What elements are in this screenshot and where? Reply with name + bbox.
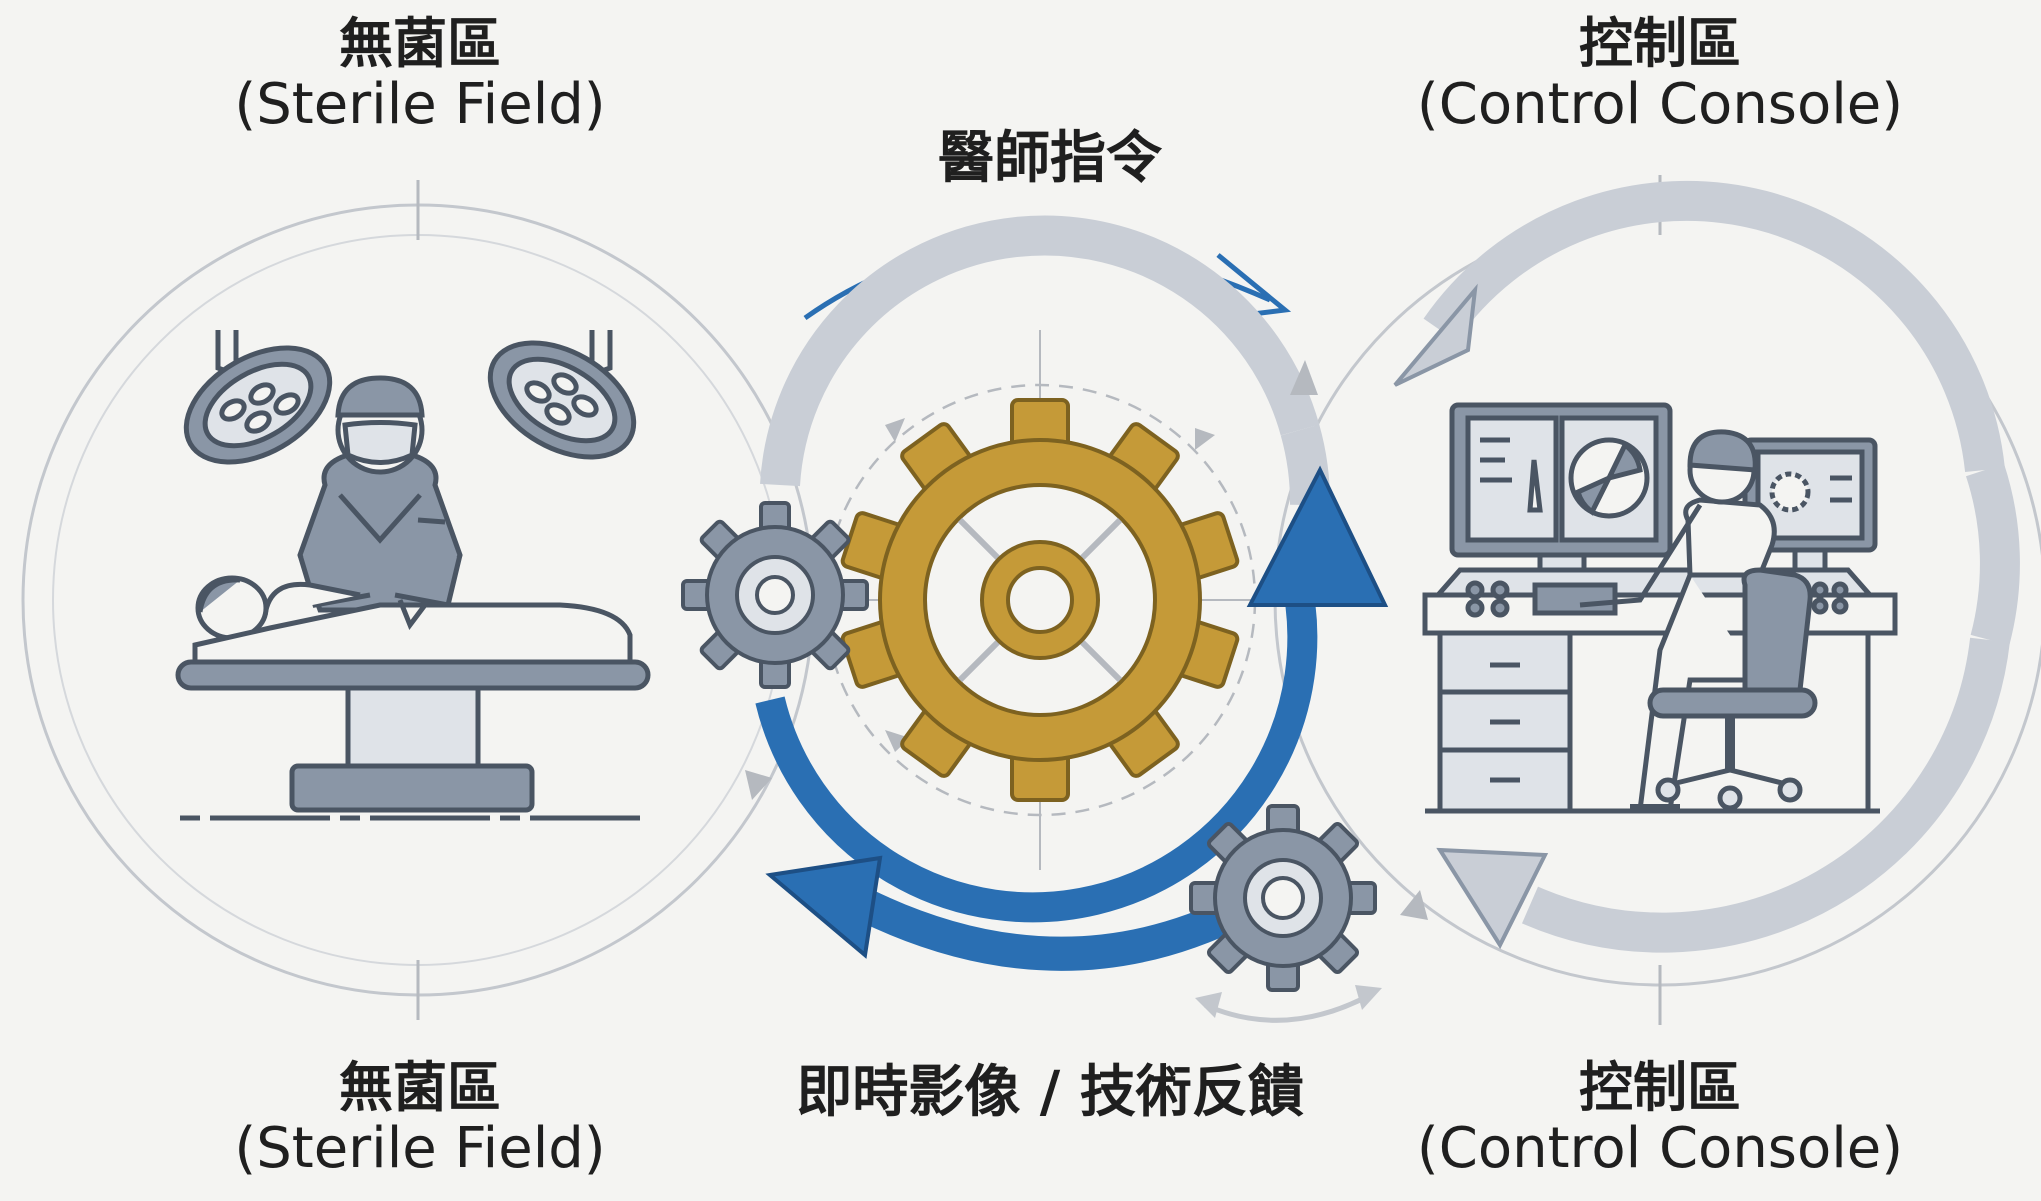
arrow-head-icon — [1195, 428, 1215, 450]
surgical-light-icon — [487, 330, 637, 460]
control-console-label-bottom: 控制區 (Control Console) — [1400, 1056, 1920, 1182]
control-desk-icon — [1422, 567, 1898, 814]
arrow-head-icon — [1400, 890, 1428, 920]
control-console-title-en: (Control Console) — [1416, 72, 1904, 138]
operator-icon — [1579, 429, 1777, 813]
cycle-arrow-icon — [760, 215, 1320, 487]
realtime-feedback-label: 即時影像 / 技術反饋 — [796, 1060, 1304, 1125]
cycle-arrow-icon — [1965, 463, 2020, 646]
gear-icon — [681, 501, 869, 689]
control-console-title-zh: 控制區 — [1579, 1056, 1741, 1119]
cycle-arrow-icon — [1423, 180, 2005, 473]
doctor-command-label: 醫師指令 — [938, 126, 1162, 191]
sterile-field-title-en: (Sterile Field) — [234, 72, 606, 138]
monitor-icon — [1449, 402, 1673, 586]
office-chair-icon — [1647, 567, 1818, 811]
sterile-field-title-en: (Sterile Field) — [234, 1116, 606, 1182]
operating-table-icon — [175, 659, 651, 821]
sterile-field-label-bottom: 無菌區 (Sterile Field) — [160, 1056, 680, 1182]
feedback-arrow-icon — [755, 571, 1318, 923]
feedback-return-arrow-head-icon — [765, 855, 883, 959]
sterile-field-title-zh: 無菌區 — [339, 1056, 501, 1119]
arrow-head-icon — [1290, 360, 1318, 395]
control-console-label-top: 控制區 (Control Console) — [1400, 12, 1920, 138]
arrow-head-icon — [885, 730, 910, 752]
gear-icon — [1189, 804, 1377, 992]
arrow-head-icon — [1195, 992, 1222, 1018]
arrow-head-icon — [885, 418, 905, 442]
cycle-arrow-head-icon — [1393, 283, 1478, 387]
sterile-field-label-top: 無菌區 (Sterile Field) — [160, 12, 680, 138]
arrow-head-icon — [745, 770, 772, 800]
surgeon-icon — [297, 375, 463, 613]
feedback-arrow-head-icon — [1246, 465, 1389, 607]
rotate-arrow-icon — [1203, 992, 1372, 1023]
control-console-title-zh: 控制區 — [1579, 12, 1741, 75]
cycle-arrow-head-icon — [1436, 847, 1549, 950]
surgical-light-icon — [183, 330, 333, 465]
control-console-zone — [1273, 175, 2041, 1025]
sterile-field-title-zh: 無菌區 — [339, 12, 501, 75]
control-console-title-en: (Control Console) — [1416, 1116, 1904, 1182]
patient-icon — [192, 575, 633, 665]
workflow-center — [681, 215, 1428, 1023]
sterile-field-zone — [21, 180, 815, 1020]
feedback-return-arrow-icon — [857, 889, 1248, 971]
cycle-arrow-icon — [1522, 637, 2010, 953]
arrow-head-icon — [1355, 985, 1382, 1010]
